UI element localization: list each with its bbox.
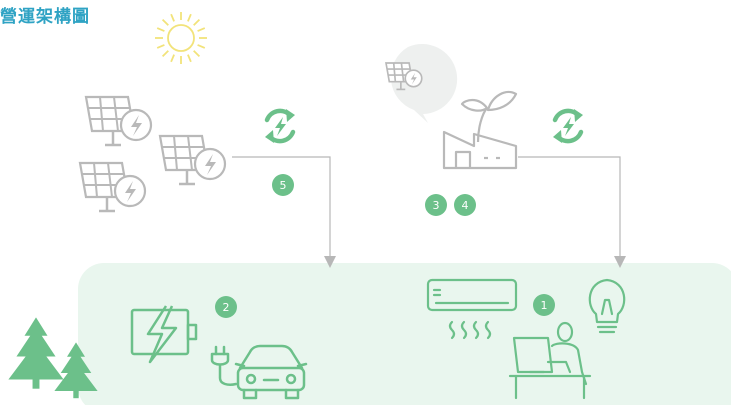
air-conditioner-icon [426, 278, 518, 340]
step-badge-3: 3 [425, 194, 447, 216]
electric-car-icon [210, 344, 308, 400]
office-worker-icon [508, 321, 592, 400]
svg-text:2: 2 [223, 301, 230, 314]
flow-arrow [232, 156, 336, 268]
solar-panel-icon [84, 95, 153, 147]
step-badge-1: 1 [533, 294, 555, 316]
svg-text:3: 3 [433, 199, 440, 212]
solar-panel-icon [158, 134, 227, 186]
factory-icon [442, 90, 518, 170]
light-bulb-icon [588, 278, 626, 334]
renew-energy-icon [265, 109, 295, 143]
solar-bubble-icon [385, 44, 458, 123]
renew-energy-icon [553, 109, 583, 143]
svg-text:5: 5 [280, 179, 287, 192]
solar-panel-icon [78, 161, 147, 213]
battery-charging-icon [130, 305, 198, 364]
step-badge-4: 4 [454, 194, 476, 216]
flow-arrow [518, 156, 626, 268]
sun-icon [155, 12, 207, 64]
consumer-zone [78, 263, 731, 405]
step-badge-5: 5 [272, 174, 294, 196]
tree-icon [8, 317, 64, 389]
svg-text:1: 1 [541, 299, 548, 312]
step-badge-2: 2 [215, 296, 237, 318]
svg-text:4: 4 [462, 199, 469, 212]
page-title: 營運架構圖 [0, 7, 90, 27]
